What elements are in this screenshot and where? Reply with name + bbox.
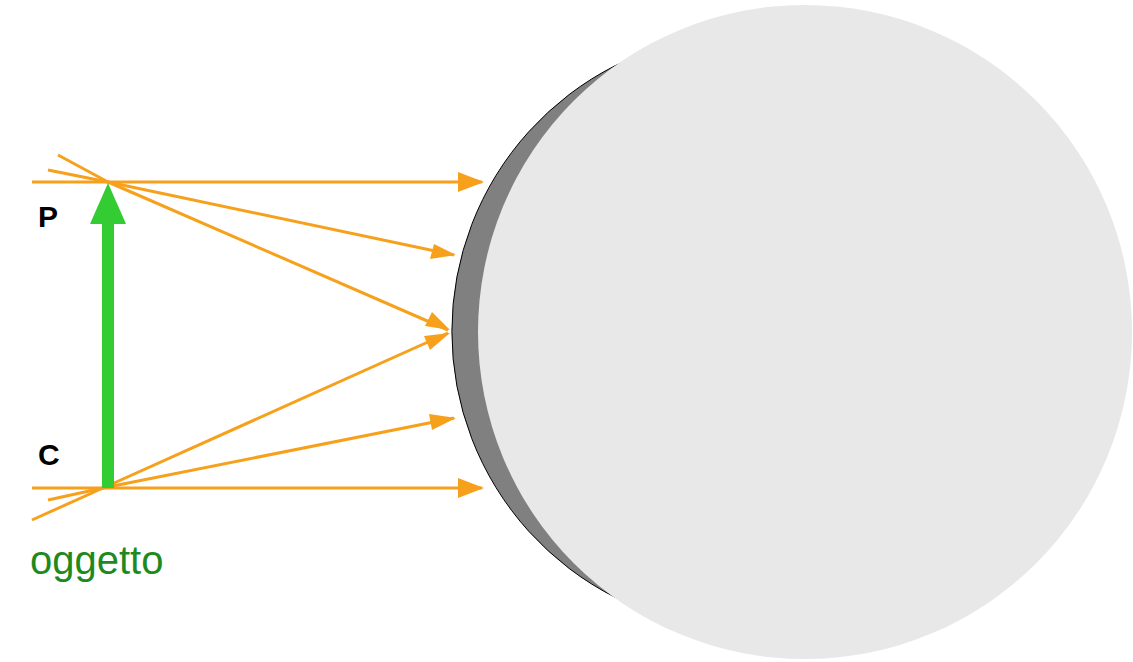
ray-arrowheads <box>424 172 484 498</box>
eyeball <box>478 5 1132 659</box>
object-label: oggetto <box>30 540 163 580</box>
object-arrow <box>90 183 126 488</box>
point-label: C <box>38 440 60 470</box>
light-rays <box>32 155 482 520</box>
point-label: P <box>38 202 58 232</box>
